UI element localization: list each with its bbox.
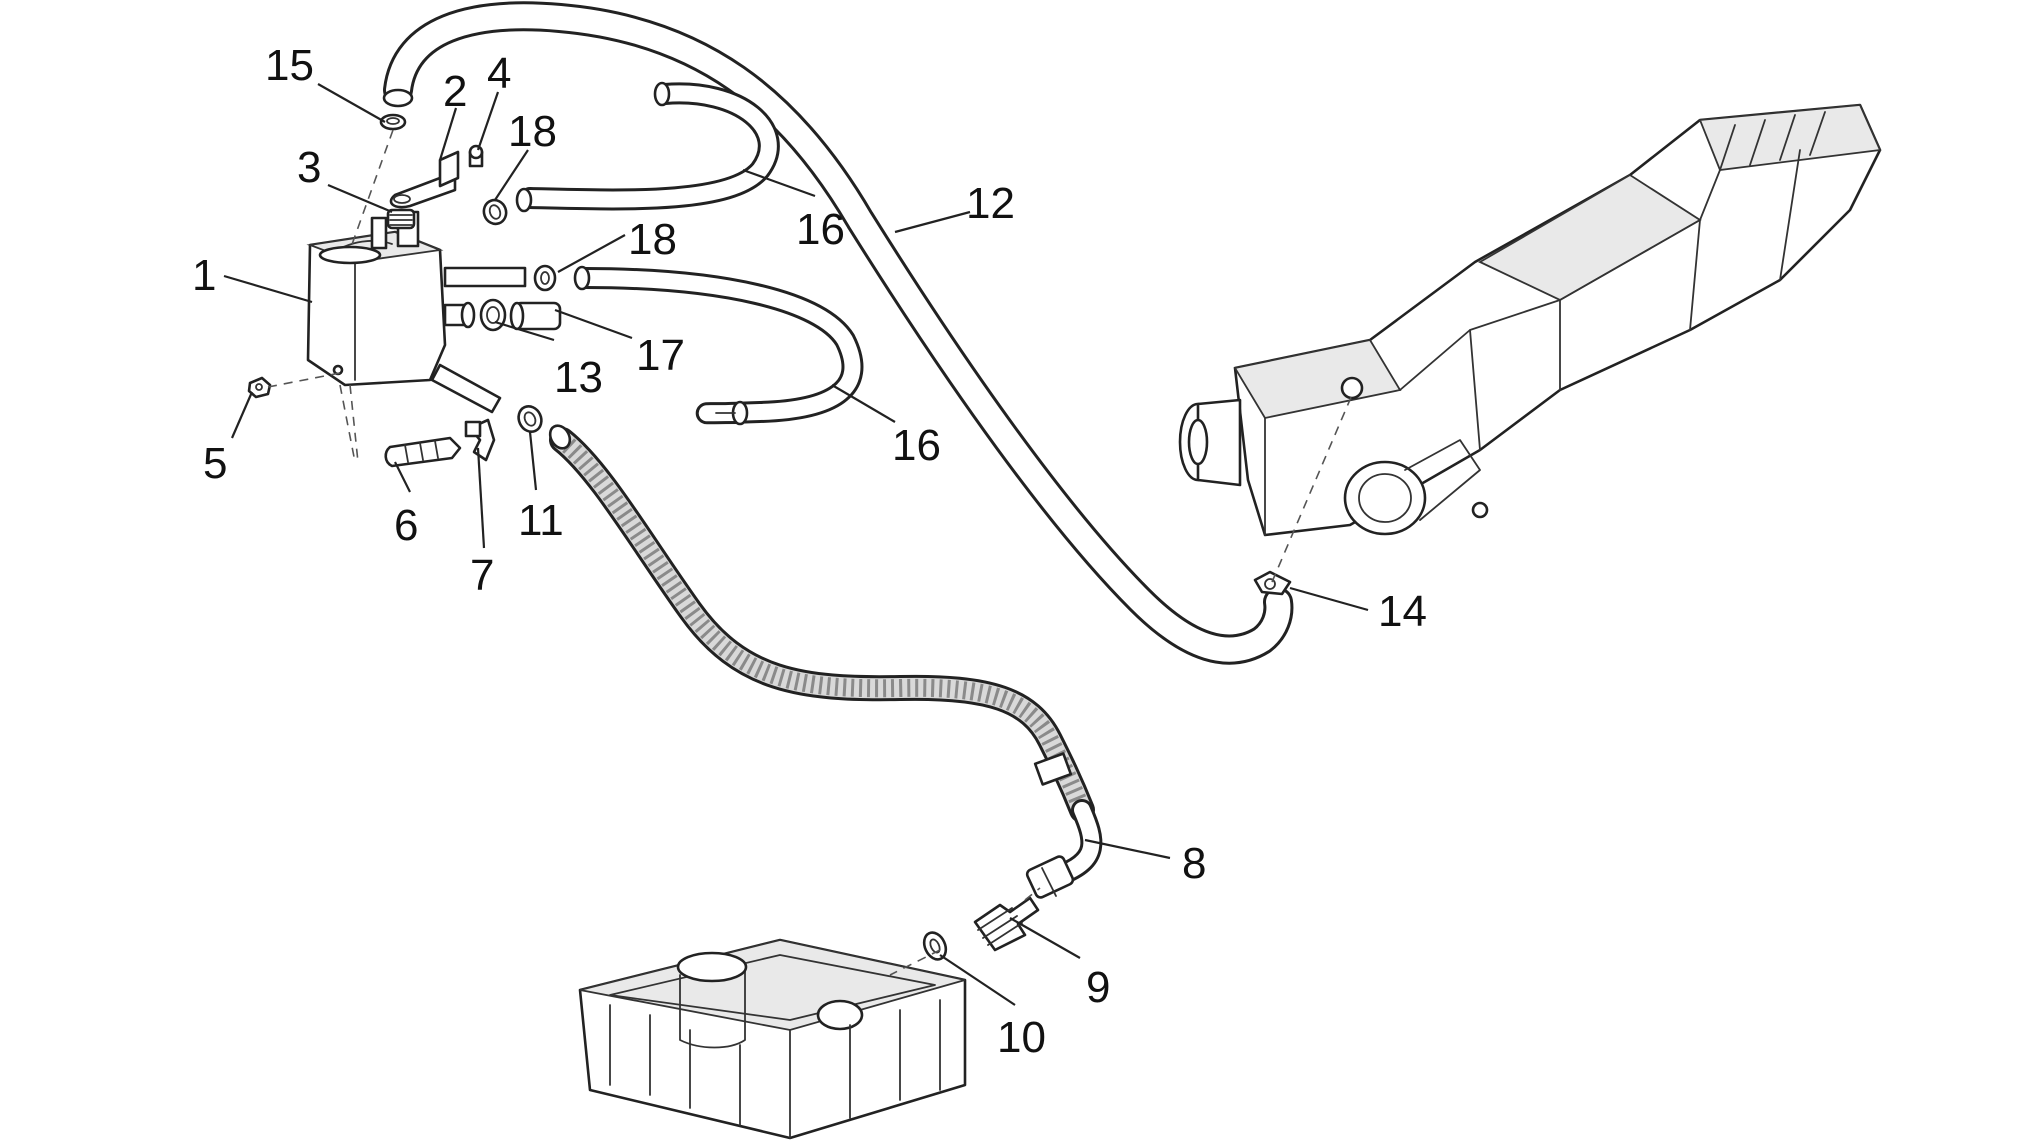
callout-2: 2 (443, 67, 467, 116)
callout-3: 3 (297, 143, 321, 192)
hose-12 (382, 1, 1294, 665)
callout-15: 15 (265, 41, 314, 90)
bracket-2 (389, 150, 460, 209)
callout-5: 5 (203, 439, 227, 488)
clamp-14 (1253, 570, 1292, 596)
cap-17 (509, 301, 562, 331)
callout-7: 7 (470, 551, 494, 600)
air-filter-box (1178, 103, 1882, 537)
hose-8-fitting (1025, 855, 1075, 899)
callout-18: 18 (628, 215, 677, 264)
callout-8: 8 (1182, 839, 1206, 888)
clamp-13 (479, 298, 507, 332)
sensor-6 (384, 436, 462, 468)
washer-10 (922, 931, 948, 961)
callout-14: 14 (1378, 587, 1427, 636)
callout-19: 18 (508, 107, 557, 156)
callout-1: 1 (192, 251, 216, 300)
union-9 (973, 896, 1040, 952)
callout-9: 9 (1086, 963, 1110, 1012)
callout-10: 10 (997, 1013, 1046, 1062)
clamp-18 (533, 264, 557, 292)
callout-13: 13 (554, 353, 603, 402)
callout-17: 17 (636, 331, 685, 380)
oil-sump (578, 938, 967, 1140)
callout-12: 12 (966, 179, 1015, 228)
callout-6: 6 (394, 501, 418, 550)
callout-16-upper: 16 (796, 205, 845, 254)
assembly-guides (267, 129, 1353, 976)
spring-3 (386, 208, 416, 230)
screw-4 (468, 144, 484, 168)
hose-16-upper (515, 81, 780, 213)
fitting-7 (464, 418, 496, 462)
clamp-15 (379, 113, 407, 131)
callout-labels: 15 2 4 18 3 1 5 6 7 11 13 17 18 16 12 16… (192, 41, 1427, 1062)
hose-16-lower (573, 265, 864, 426)
callout-16-lower: 16 (892, 421, 941, 470)
callout-11: 11 (518, 496, 564, 545)
callout-4: 4 (487, 49, 511, 98)
leader-lines (223, 83, 1369, 1006)
clamp-19 (482, 198, 508, 226)
clamp-11 (517, 405, 543, 433)
screw-5 (247, 376, 272, 399)
braided-hose-8 (548, 424, 1103, 899)
